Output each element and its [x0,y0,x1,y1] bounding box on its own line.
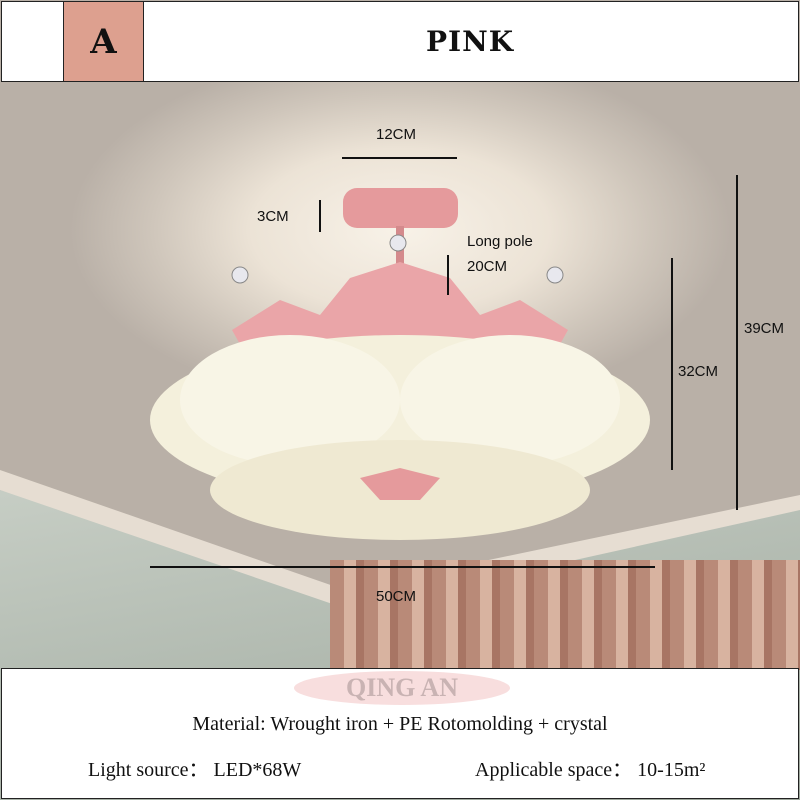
dim-diameter: 50CM [376,588,417,605]
dim-long-pole: 20CM [467,258,508,275]
crystal-icon [546,266,564,284]
lamp-canopy [343,188,458,228]
dim-line [736,175,738,510]
crystal-icon [231,266,249,284]
dim-total-height: 39CM [744,320,785,337]
curtain [330,560,800,670]
dim-canopy-width: 12CM [376,126,417,143]
variant-badge: A [63,2,144,81]
header-bar: A PINK [1,1,799,82]
dim-line [319,200,321,232]
dim-long-pole-label: Long pole [467,233,533,250]
dim-lamp-height: 32CM [678,363,719,380]
lamp-base-pink [360,468,440,500]
color-title: PINK [425,25,515,58]
spec-material: Material: Wrought iron + PE Rotomolding … [192,713,608,735]
dim-line [671,258,673,470]
dim-line [342,157,457,159]
lamp-shade-right [400,335,620,465]
spec-applicable-space: Applicable space： 10-15m² [475,759,706,781]
dim-line [447,255,449,295]
lamp-shade-left [180,335,400,465]
dim-canopy-height: 3CM [257,208,289,225]
spec-panel: QING AN Material: Wrought iron + PE Roto… [1,668,799,799]
watermark: QING AN [294,671,510,705]
crystal-icon [389,234,407,252]
spec-light-source: Light source： LED*68W [88,759,302,781]
dim-line [150,566,655,568]
